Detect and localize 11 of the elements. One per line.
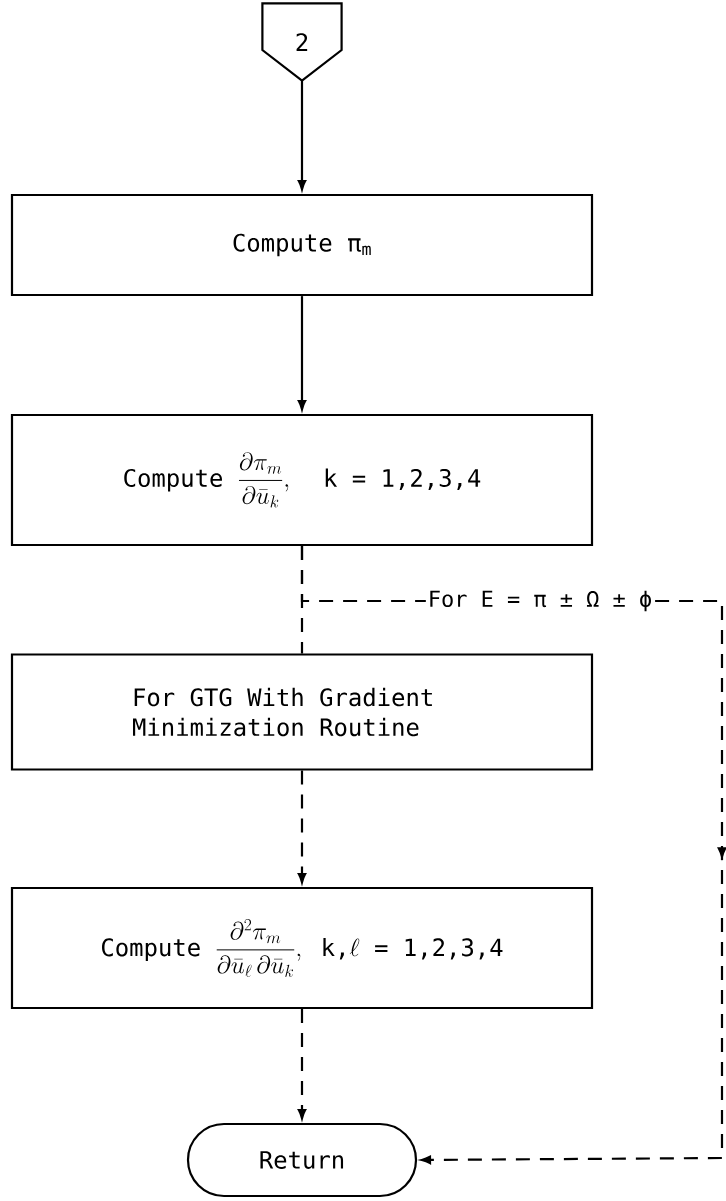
process-box: $\text{Compute }\frac{\partial\pi_m}{\partial\bar{u}_k},\ \ \text{k = 1,2,3,4}$ bbox=[10, 413, 594, 547]
off-page-connector: 2 bbox=[261, 2, 343, 82]
arrow bbox=[297, 296, 307, 411]
arrow bbox=[297, 1009, 307, 1120]
process-box: For GTG With Gradient Minimization Routine bbox=[10, 653, 594, 771]
arrow bbox=[297, 770, 307, 884]
terminal-box: Return bbox=[186, 1122, 418, 1198]
edge-label: For E = π ± Ω ± ϕ bbox=[425, 588, 655, 614]
process-box: Compute π$_{m}$ bbox=[10, 193, 594, 297]
arrow bbox=[297, 80, 307, 191]
process-box: $\text{Compute }\frac{\partial^2\pi_m}{\partial\bar{u}_\ell\,\partial\bar{u}_k},\ \text{k,}\ell\text{ = 1,2,3,4}$ bbox=[10, 886, 594, 1010]
